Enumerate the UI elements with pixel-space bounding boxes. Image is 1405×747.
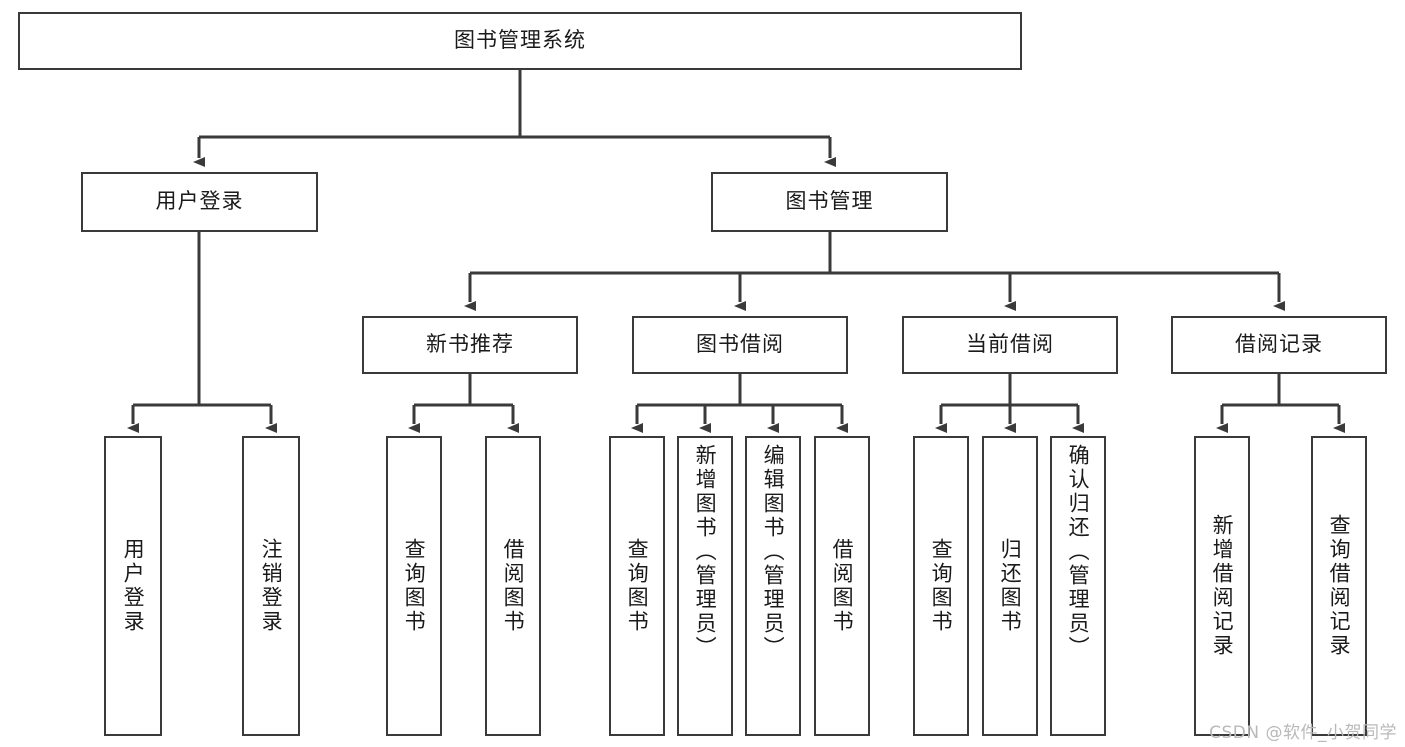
node-label: 图书管理 — [785, 189, 874, 214]
node-current-borrowing[interactable]: 当前借阅 — [902, 316, 1118, 374]
node-label: 借阅记录 — [1235, 332, 1323, 357]
node-label: 确认归还（管理员） — [1066, 444, 1091, 660]
node-label: 当前借阅 — [966, 332, 1054, 357]
node-label: 借阅图书 — [830, 538, 855, 634]
leaf-node-user-login[interactable]: 用户登录 — [104, 436, 162, 736]
leaf-node-edit-book-admin[interactable]: 编辑图书（管理员） — [745, 436, 801, 736]
node-label: 用户登录 — [121, 538, 146, 634]
leaf-node-borrow-book-borrowing[interactable]: 借阅图书 — [814, 436, 870, 736]
node-label: 归还图书 — [998, 538, 1023, 634]
leaf-node-add-book-admin[interactable]: 新增图书（管理员） — [677, 436, 733, 736]
leaf-node-return-book[interactable]: 归还图书 — [982, 436, 1038, 736]
leaf-node-borrow-book-recommendation[interactable]: 借阅图书 — [485, 436, 541, 736]
node-label: 查询图书 — [929, 538, 954, 634]
node-label: 图书借阅 — [696, 332, 784, 357]
leaf-node-confirm-return-admin[interactable]: 确认归还（管理员） — [1050, 436, 1106, 736]
node-label: 查询图书 — [625, 538, 650, 634]
watermark-text: CSDN @软件_小贺同学 — [1209, 723, 1397, 743]
node-root-book-management-system[interactable]: 图书管理系统 — [18, 12, 1022, 70]
node-label: 新增借阅记录 — [1210, 514, 1235, 658]
leaf-node-query-book-current[interactable]: 查询图书 — [913, 436, 969, 736]
leaf-node-add-borrowing-record[interactable]: 新增借阅记录 — [1194, 436, 1250, 736]
node-label: 编辑图书（管理员） — [761, 444, 786, 660]
node-label: 用户登录 — [155, 189, 244, 214]
node-label: 新增图书（管理员） — [693, 444, 718, 660]
node-label: 图书管理系统 — [454, 28, 586, 53]
node-new-book-recommendation[interactable]: 新书推荐 — [362, 316, 578, 374]
node-label: 查询图书 — [402, 538, 427, 634]
leaf-node-query-borrowing-record[interactable]: 查询借阅记录 — [1311, 436, 1367, 736]
node-book-management[interactable]: 图书管理 — [711, 172, 948, 232]
node-label: 查询借阅记录 — [1327, 514, 1352, 658]
node-book-borrowing[interactable]: 图书借阅 — [632, 316, 848, 374]
leaf-node-query-book-borrowing[interactable]: 查询图书 — [609, 436, 665, 736]
node-label: 新书推荐 — [426, 332, 514, 357]
node-label: 借阅图书 — [501, 538, 526, 634]
leaf-node-logout[interactable]: 注销登录 — [242, 436, 300, 736]
node-borrowing-record[interactable]: 借阅记录 — [1171, 316, 1387, 374]
leaf-node-query-book-recommendation[interactable]: 查询图书 — [386, 436, 442, 736]
node-user-login[interactable]: 用户登录 — [81, 172, 318, 232]
node-label: 注销登录 — [259, 538, 284, 634]
